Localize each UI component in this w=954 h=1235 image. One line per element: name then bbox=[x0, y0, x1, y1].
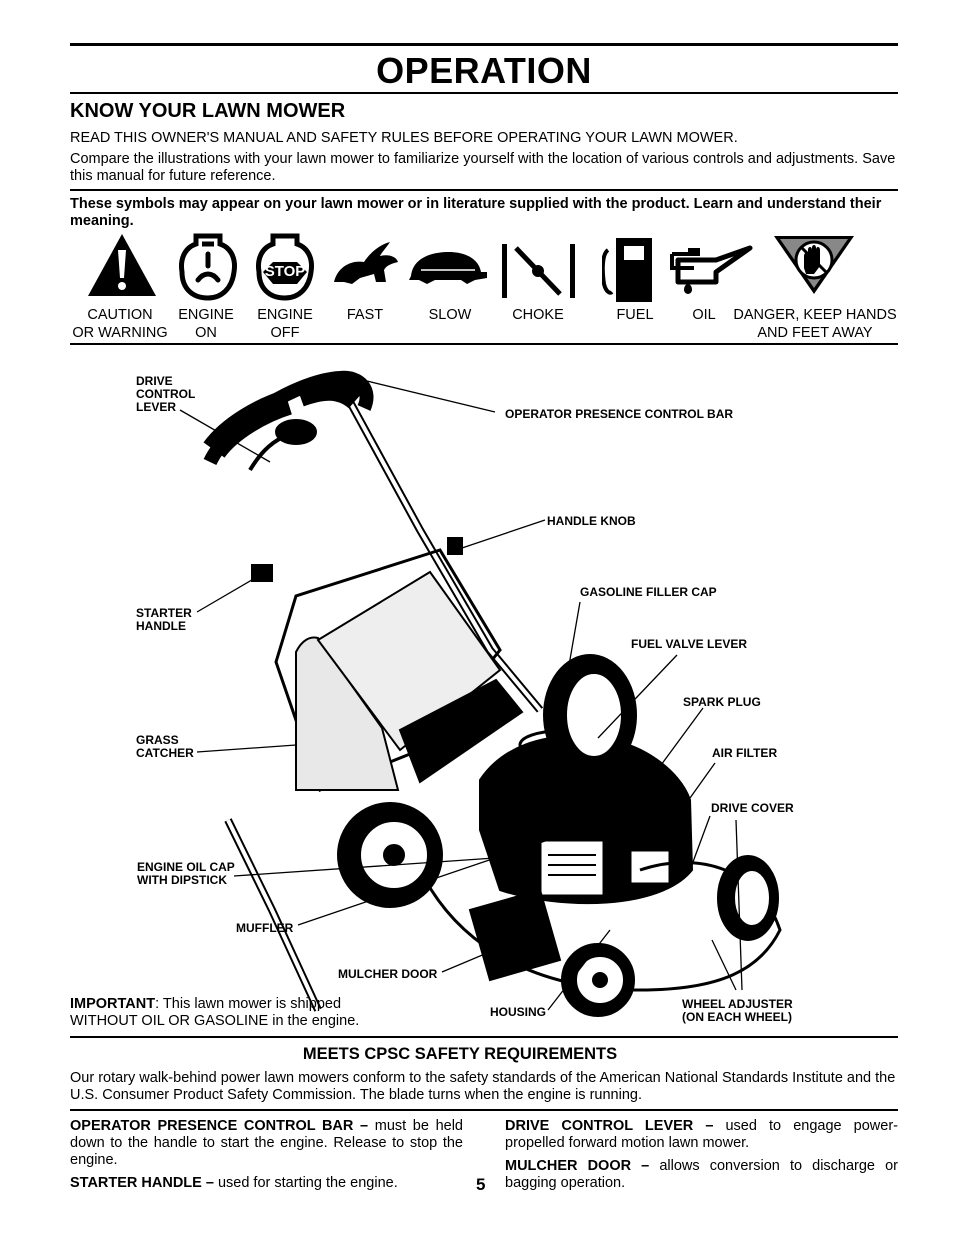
page-title: OPERATION bbox=[376, 50, 592, 91]
symbol-label-line: SLOW bbox=[428, 307, 472, 323]
callout-line: ENGINE OIL CAP bbox=[137, 860, 235, 874]
symbol-label-engine-off: ENGINE OFF bbox=[245, 306, 325, 342]
important-text: : This lawn mower is shipped bbox=[155, 996, 342, 1012]
cpsc-text: Our rotary walk-behind power lawn mowers… bbox=[70, 1070, 896, 1103]
callout-line: CONTROL bbox=[136, 387, 196, 401]
symbol-label-line: CHOKE bbox=[512, 307, 564, 323]
cpsc-top-rule bbox=[70, 1036, 898, 1038]
definition-text: allows conversion to discharge or baggin… bbox=[505, 1158, 898, 1191]
callout-line: STARTER bbox=[136, 606, 192, 620]
callout-line: (ON EACH WHEEL) bbox=[682, 1010, 792, 1024]
symbol-label-line: CAUTION bbox=[87, 307, 153, 323]
definition-text: used to engage power-propelled forward m… bbox=[505, 1118, 898, 1151]
definition-term: DRIVE CONTROL LEVER – bbox=[505, 1118, 714, 1134]
symbol-label-line: FAST bbox=[346, 307, 384, 323]
callout-line: CATCHER bbox=[136, 746, 194, 760]
symbol-label-fast: FAST bbox=[330, 306, 400, 324]
callout-fuel-valve-lever: FUEL VALVE LEVER bbox=[631, 637, 748, 651]
title-underline bbox=[70, 92, 898, 94]
callout-line: WHEEL ADJUSTER bbox=[682, 997, 793, 1011]
symbol-label-line: AND FEET AWAY bbox=[757, 325, 873, 341]
turtle-icon bbox=[409, 252, 487, 284]
callout-line: GRASS bbox=[136, 733, 179, 747]
symbol-label-danger: DANGER, KEEP HANDS AND FEET AWAY bbox=[728, 306, 902, 342]
stop-text: STOP bbox=[264, 263, 306, 280]
rabbit-icon bbox=[334, 242, 398, 284]
compare-text: Compare the illustrations with your lawn… bbox=[70, 151, 896, 184]
important-note: IMPORTANT: This lawn mower is shipped WI… bbox=[70, 996, 410, 1030]
page-number: 5 bbox=[476, 1175, 486, 1194]
definition-term: STARTER HANDLE – bbox=[70, 1175, 214, 1191]
cpsc-heading: MEETS CPSC SAFETY REQUIREMENTS bbox=[302, 1045, 618, 1063]
fuel-pump-icon bbox=[602, 238, 652, 302]
callout-handle-knob: HANDLE KNOB bbox=[547, 514, 636, 528]
symbols-intro-text: These symbols may appear on your lawn mo… bbox=[70, 196, 882, 229]
definition-starter-handle: STARTER HANDLE – used for starting the e… bbox=[70, 1175, 463, 1192]
symbol-label-choke: CHOKE bbox=[502, 306, 574, 324]
top-rule bbox=[70, 43, 898, 46]
callout-line: LEVER bbox=[136, 400, 177, 414]
symbol-label-slow: SLOW bbox=[415, 306, 485, 324]
symbol-label-fuel: FUEL bbox=[600, 306, 670, 324]
callout-grass-catcher: GRASS CATCHER bbox=[136, 734, 194, 760]
definition-operator-presence: OPERATOR PRESENCE CONTROL BAR – must be … bbox=[70, 1118, 463, 1169]
symbol-label-line: DANGER, KEEP HANDS bbox=[733, 307, 897, 323]
definition-mulcher-door: MULCHER DOOR – allows conversion to disc… bbox=[505, 1158, 898, 1192]
symbol-label-line: ENGINE bbox=[178, 307, 234, 323]
callout-air-filter: AIR FILTER bbox=[712, 746, 778, 760]
symbol-label-line: OIL bbox=[692, 307, 716, 323]
callout-muffler: MUFFLER bbox=[236, 921, 294, 935]
important-line-1: IMPORTANT: This lawn mower is shipped bbox=[70, 996, 410, 1013]
callout-housing: HOUSING bbox=[490, 1005, 547, 1019]
symbol-label-caution: CAUTION OR WARNING bbox=[62, 306, 178, 342]
callout-spark-plug: SPARK PLUG bbox=[683, 695, 761, 709]
definition-drive-control-lever: DRIVE CONTROL LEVER – used to engage pow… bbox=[505, 1118, 898, 1152]
callout-gasoline-filler-cap: GASOLINE FILLER CAP bbox=[580, 585, 717, 599]
callout-line: WITH DIPSTICK bbox=[137, 873, 227, 887]
symbols-intro: These symbols may appear on your lawn mo… bbox=[70, 196, 905, 230]
engine-on-icon bbox=[179, 233, 237, 301]
symbols-bottom-rule bbox=[70, 343, 898, 345]
definition-term: MULCHER DOOR – bbox=[505, 1158, 650, 1174]
symbol-label-engine-on: ENGINE ON bbox=[166, 306, 246, 342]
lawn-mower-illustration bbox=[179, 370, 782, 1017]
choke-icon bbox=[502, 244, 575, 298]
callout-line: HANDLE bbox=[136, 619, 186, 633]
symbol-label-line: OFF bbox=[270, 325, 300, 341]
definition-term: OPERATOR PRESENCE CONTROL BAR – bbox=[70, 1118, 369, 1134]
oil-can-icon bbox=[670, 245, 753, 294]
important-text-2: WITHOUT OIL OR GASOLINE in the engine. bbox=[70, 1013, 360, 1029]
callout-drive-cover: DRIVE COVER bbox=[711, 801, 794, 815]
definition-text: used for starting the engine. bbox=[213, 1175, 398, 1191]
intro-text: READ THIS OWNER'S MANUAL AND SAFETY RULE… bbox=[70, 130, 738, 146]
keep-hands-away-icon bbox=[774, 236, 854, 294]
callout-line: DRIVE bbox=[136, 374, 173, 388]
important-label: IMPORTANT bbox=[70, 996, 156, 1012]
symbol-label-oil: OIL bbox=[676, 306, 732, 324]
engine-off-icon bbox=[256, 233, 314, 301]
symbol-label-line: FUEL bbox=[616, 307, 654, 323]
callout-operator-presence-bar: OPERATOR PRESENCE CONTROL BAR bbox=[505, 407, 734, 421]
symbol-label-line: OR WARNING bbox=[72, 325, 168, 341]
callout-mulcher-door: MULCHER DOOR bbox=[338, 967, 438, 981]
symbols-top-rule bbox=[70, 189, 898, 191]
section-heading-know: KNOW YOUR LAWN MOWER bbox=[70, 100, 346, 122]
symbol-label-line: ON bbox=[195, 325, 217, 341]
definition-text: must be held down to the handle to start… bbox=[70, 1118, 463, 1168]
symbol-label-line: ENGINE bbox=[257, 307, 313, 323]
callout-drive-control-lever: DRIVE CONTROL LEVER bbox=[136, 375, 195, 414]
callout-starter-handle: STARTER HANDLE bbox=[136, 607, 192, 633]
definitions-top-rule bbox=[70, 1109, 898, 1111]
callout-wheel-adjuster: WHEEL ADJUSTER (ON EACH WHEEL) bbox=[682, 998, 793, 1024]
callout-engine-oil-cap: ENGINE OIL CAP WITH DIPSTICK bbox=[137, 861, 235, 887]
warning-triangle-icon bbox=[88, 234, 156, 296]
